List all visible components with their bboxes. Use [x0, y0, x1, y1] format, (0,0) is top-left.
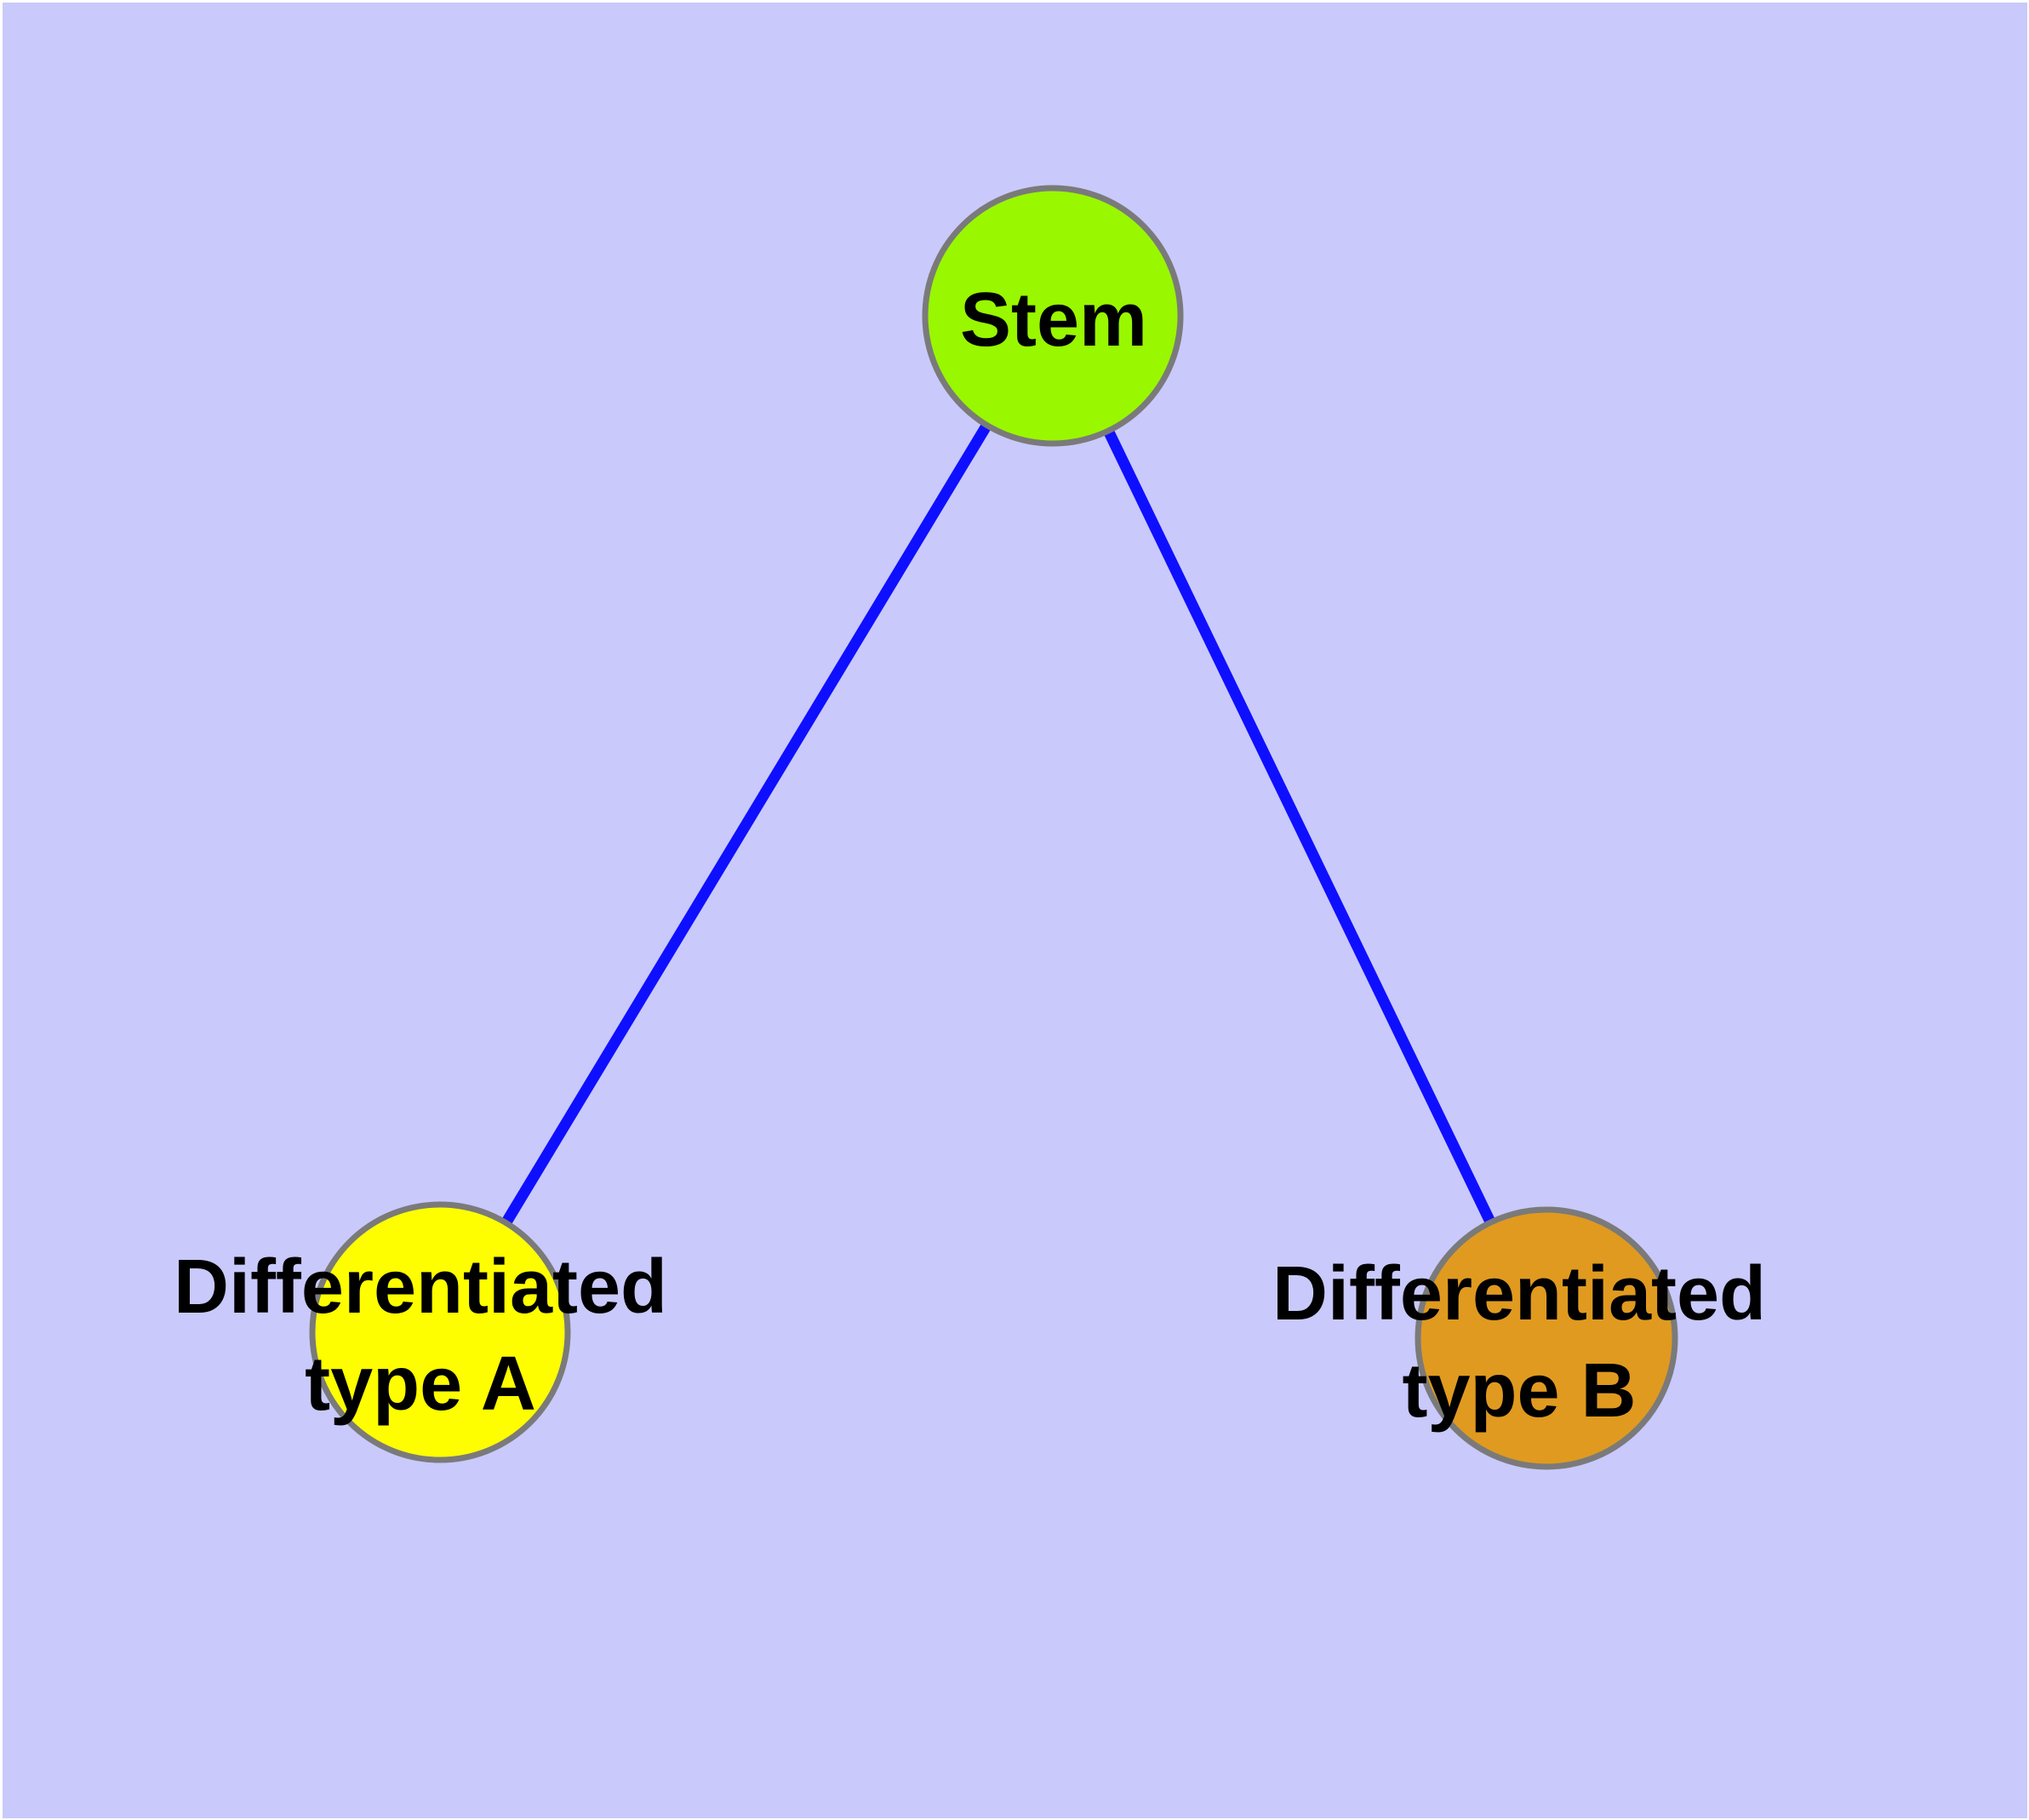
node-type-a-label-line1: Differentiated [174, 1245, 667, 1330]
node-type-b-label-line2: type B [1402, 1348, 1636, 1434]
node-stem [922, 185, 1184, 447]
edge-stem-to-type-b [1048, 313, 1552, 1341]
edge-stem-to-type-a [435, 312, 1058, 1336]
node-differentiated-type-a [309, 1201, 571, 1463]
node-differentiated-type-b [1415, 1206, 1678, 1470]
node-stem-label: Stem [960, 278, 1147, 363]
node-type-b-label-line1: Differentiated [1272, 1251, 1766, 1336]
node-type-a-label-line2: type A [305, 1342, 536, 1427]
